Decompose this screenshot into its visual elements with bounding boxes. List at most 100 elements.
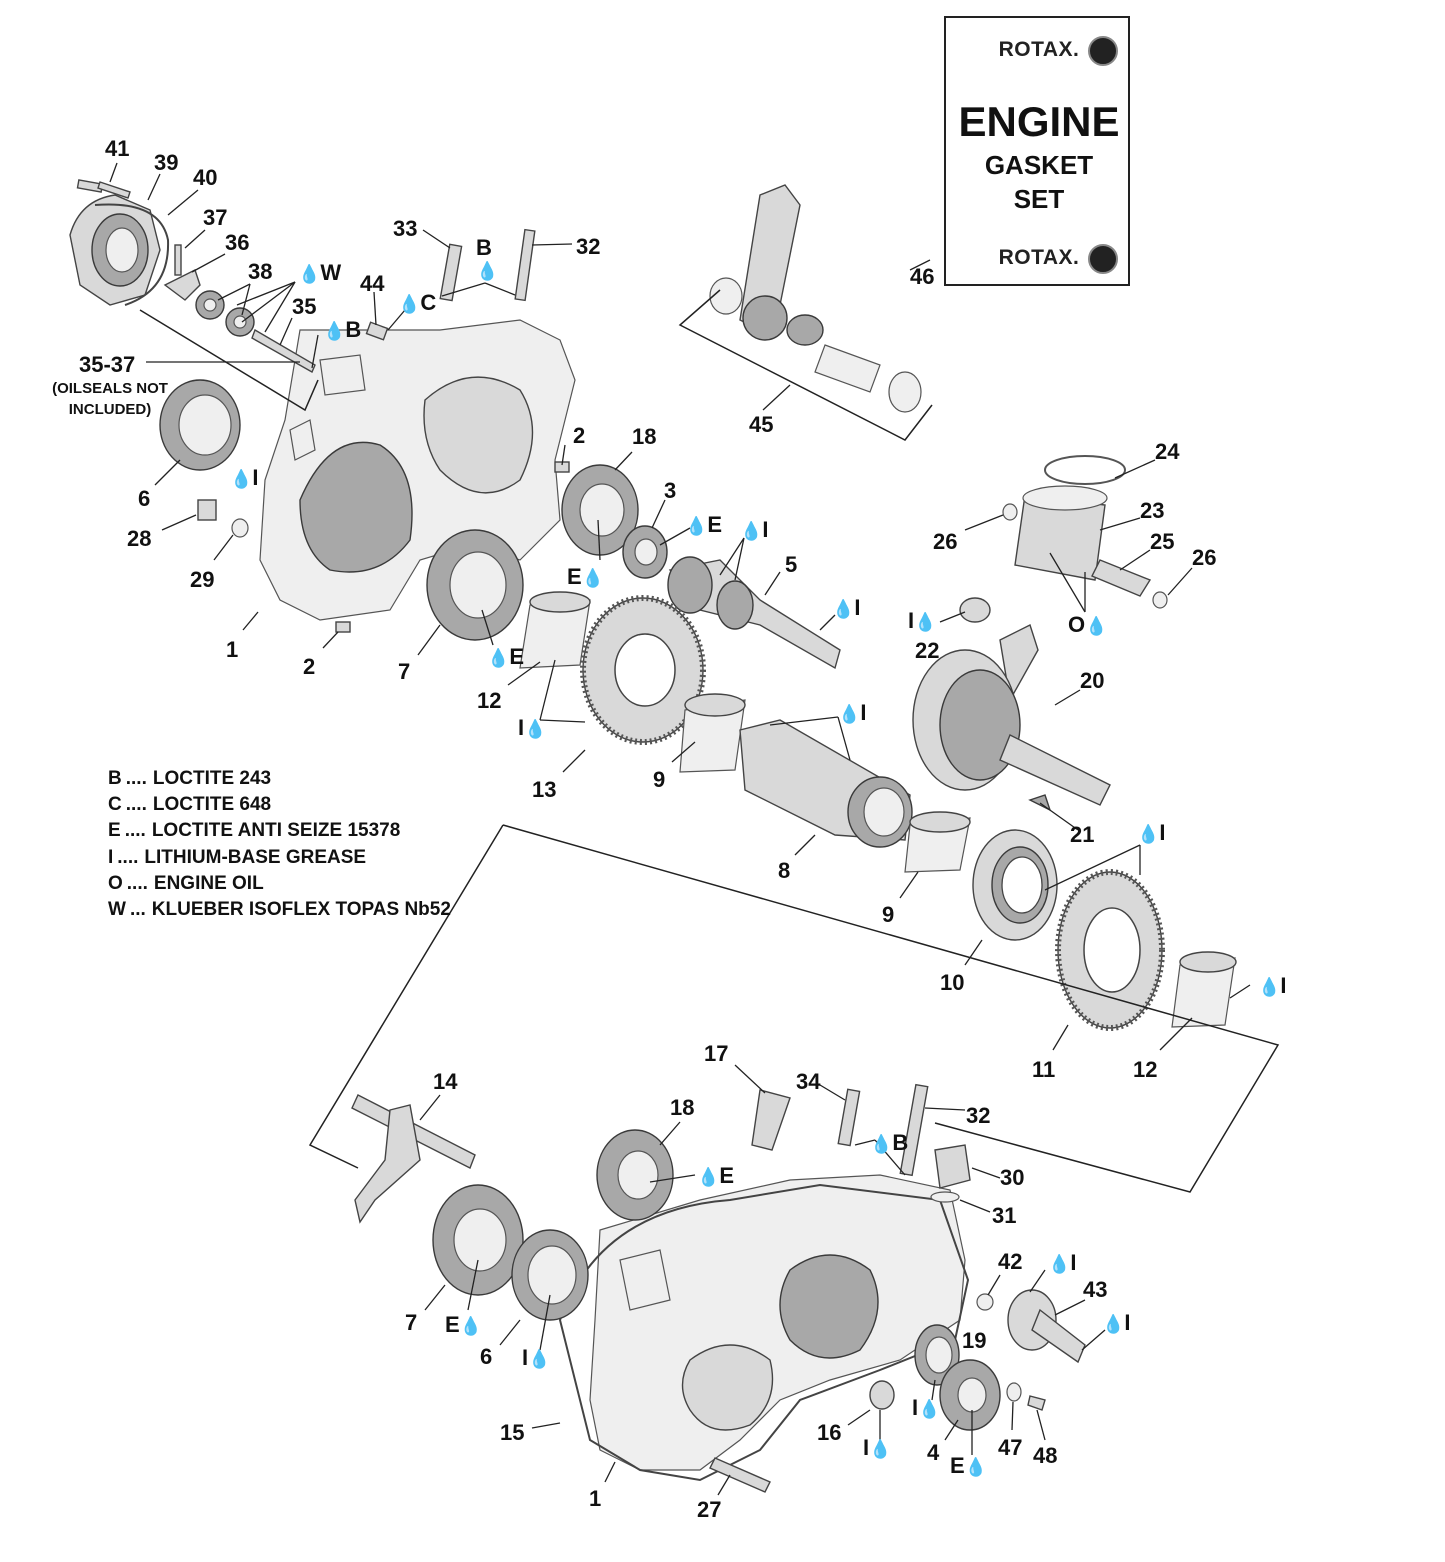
callout-28: 28 (127, 526, 151, 551)
drop-i-6-lower: I💧 (522, 1345, 551, 1370)
callout-37: 37 (203, 205, 227, 230)
seal-19 (914, 1324, 960, 1386)
callout-16: 16 (817, 1420, 841, 1445)
drop-icon: 💧 (869, 1438, 891, 1460)
sleeve-12-upper (519, 591, 591, 669)
callout-2-upper: 2 (573, 423, 585, 448)
kit-subtitle-2: SET (1013, 184, 1065, 214)
drop-icon: 💧 (1137, 823, 1159, 845)
gasket-kit-box: ROTAX. ENGINE GASKET SET ROTAX. (944, 16, 1130, 286)
drop-icon: 💧 (965, 1456, 987, 1478)
bearing-18-lower (596, 1129, 674, 1221)
drop-e-3: 💧E (685, 512, 722, 537)
callout-numbers: 41 39 40 37 36 38 35 33 32 44 35-37 6 28… (79, 136, 1216, 1522)
legend-text: ENGINE OIL (153, 872, 264, 894)
callout-46: 46 (910, 264, 934, 289)
crankcase-half-lower (558, 1174, 970, 1482)
shaft-17 (751, 1089, 791, 1151)
legend-row: C .... LOCTITE 648 (108, 792, 508, 818)
callout-35: 35 (292, 294, 316, 319)
callout-31: 31 (992, 1203, 1016, 1228)
water-pump-cover (69, 179, 170, 306)
drop-i-12: I💧 (518, 715, 547, 740)
legend-separator: ... (129, 899, 146, 921)
callout-12-lower: 12 (1133, 1057, 1157, 1082)
legend-separator: .... (124, 820, 146, 842)
callout-36: 36 (225, 230, 249, 255)
drop-icon: 💧 (298, 263, 320, 285)
drop-icon: 💧 (582, 567, 604, 589)
brp-logo-icon (1088, 36, 1118, 66)
drop-i-5b: 💧I (832, 595, 861, 620)
drop-e-7: 💧E (487, 644, 524, 669)
callout-7-lower: 7 (405, 1310, 417, 1335)
bearing-3 (622, 525, 668, 579)
kit-title: ENGINE (958, 98, 1120, 145)
drop-i-5a: 💧I (740, 517, 769, 542)
dowel-pins-top (365, 228, 536, 341)
seal-16 (869, 1380, 895, 1410)
sprag-clutch-10 (972, 829, 1058, 941)
callout-24: 24 (1155, 439, 1180, 464)
legend-separator: .... (117, 846, 139, 868)
callout-35-37: 35-37 (79, 352, 135, 377)
legend-row: O .... ENGINE OIL (108, 871, 508, 897)
callout-39: 39 (154, 150, 178, 175)
callout-43: 43 (1083, 1277, 1107, 1302)
callout-32-top: 32 (576, 234, 600, 259)
sleeve-12-lower (1171, 951, 1237, 1028)
drop-i-19: I💧 (912, 1395, 941, 1420)
bearing-22 (959, 597, 991, 623)
callout-30: 30 (1000, 1165, 1024, 1190)
legend-row: W ... KLUEBER ISOFLEX TOPAS Nb52 (108, 897, 508, 923)
callout-41: 41 (105, 136, 129, 161)
lubricant-legend: B .... LOCTITE 243 C .... LOCTITE 648 E … (108, 766, 508, 923)
drop-icon: 💧 (832, 598, 854, 620)
legend-text: LOCTITE ANTI SEIZE 15378 (151, 820, 401, 842)
callout-13: 13 (532, 777, 556, 802)
kit-subtitle-1: GASKET (984, 150, 1094, 180)
callout-47: 47 (998, 1435, 1022, 1460)
bearing-7-lower (432, 1184, 524, 1296)
lubricant-markers: 💧W B💧 💧C 💧B 💧I E💧 💧E 💧I 💧I 💧E I💧 💧I I💧 O… (230, 235, 1287, 1478)
drop-icon: 💧 (398, 293, 420, 315)
drop-i-22: I💧 (908, 608, 937, 633)
oil-seal-6-lower (511, 1229, 589, 1321)
callout-19: 19 (962, 1328, 986, 1353)
bolt-48 (1027, 1395, 1046, 1411)
callout-11: 11 (1032, 1057, 1055, 1082)
callout-6-lower: 6 (480, 1344, 492, 1369)
legend-code: E (108, 820, 121, 842)
sleeve-9-lower (904, 811, 971, 873)
bearing-4 (939, 1359, 1001, 1431)
callout-12-upper: 12 (477, 688, 501, 713)
callout-6-upper: 6 (138, 486, 150, 511)
callout-18-upper: 18 (632, 424, 656, 449)
drop-i-seal6: 💧I (230, 465, 259, 490)
drop-i-43: 💧I (1102, 1310, 1131, 1335)
legend-row: B .... LOCTITE 243 (108, 766, 508, 792)
brp-logo-icon (1088, 244, 1118, 274)
legend-code: I (108, 846, 114, 868)
drop-icon: 💧 (487, 647, 509, 669)
legend-text: LOCTITE 648 (152, 794, 272, 816)
drop-e-7-lower: E💧 (445, 1312, 482, 1337)
mainshaft-8 (739, 719, 913, 848)
legend-code: C (108, 794, 122, 816)
drop-e-18-lower: 💧E (697, 1163, 734, 1188)
callout-1-lower: 1 (589, 1486, 601, 1511)
drop-icon: 💧 (476, 260, 498, 282)
rotax-logo-bottom: ROTAX. (998, 246, 1080, 269)
drop-icon: 💧 (870, 1133, 892, 1155)
drop-b-top: B💧 (476, 235, 498, 282)
water-pump-impeller (163, 244, 316, 373)
callout-21: 21 (1070, 822, 1094, 847)
callout-17: 17 (704, 1041, 728, 1066)
drop-icon: 💧 (528, 1348, 550, 1370)
callout-4: 4 (927, 1440, 940, 1465)
starter-drive-43 (976, 1289, 1086, 1364)
callout-45: 45 (749, 412, 773, 437)
drop-icon: 💧 (1258, 976, 1280, 998)
drop-i-10: 💧I (1137, 820, 1166, 845)
